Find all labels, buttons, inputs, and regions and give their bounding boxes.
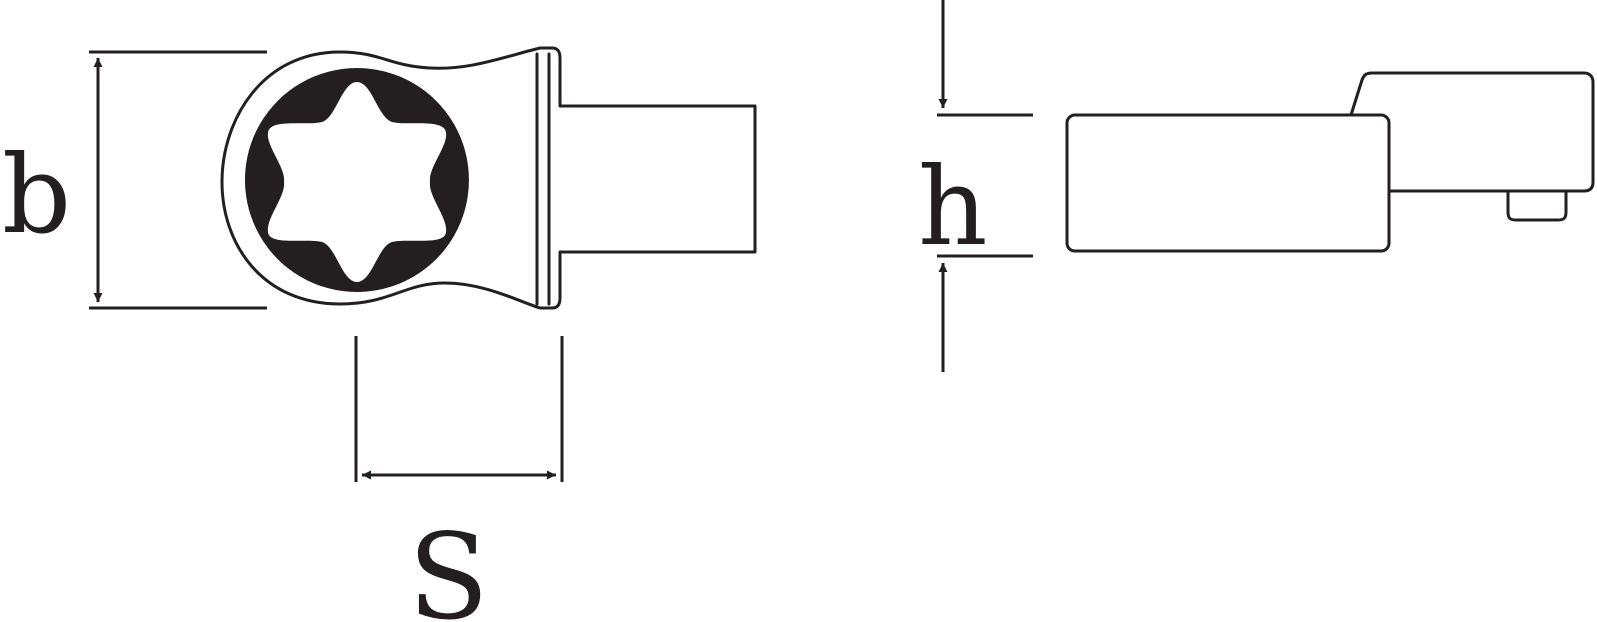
dimension-h <box>937 0 1033 372</box>
dimension-s <box>354 336 564 482</box>
label-b: b <box>2 133 71 258</box>
side-view <box>1065 71 1595 253</box>
head-outline <box>220 46 757 310</box>
insert-retaining-pin <box>1506 191 1568 222</box>
insert-side-body <box>1349 71 1595 193</box>
front-view <box>220 46 757 310</box>
torx-ring <box>244 68 469 292</box>
dimension-b <box>89 50 267 310</box>
head-side-body <box>1065 113 1391 253</box>
label-s: S <box>408 508 489 622</box>
torx-socket <box>244 68 469 292</box>
label-h: h <box>918 145 988 270</box>
